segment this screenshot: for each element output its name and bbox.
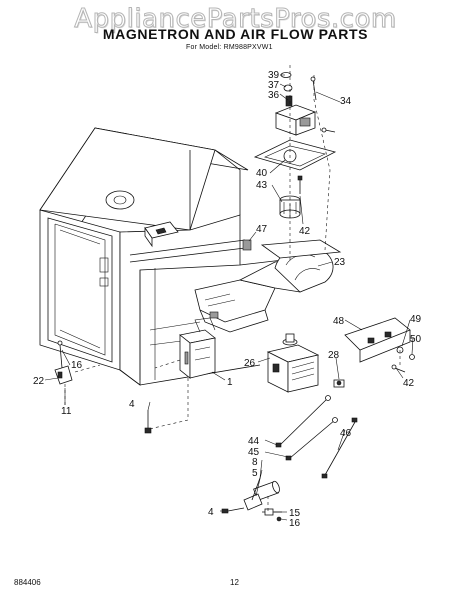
callout-16-bottom: 16 [289,518,301,529]
wire-harnesses [275,395,358,479]
callout-labels: 39 37 36 34 40 43 42 47 23 48 49 50 42 2… [33,70,422,529]
callout-4-bottom: 4 [208,507,214,518]
callout-1: 1 [227,377,233,388]
page-number: 12 [230,578,239,587]
callout-8: 8 [252,457,258,468]
air-duct-assembly [194,239,342,333]
callout-40: 40 [256,168,268,179]
callout-22: 22 [33,376,45,387]
callout-16-left: 16 [71,360,83,371]
callout-46: 46 [340,428,352,439]
thermal-protector [333,379,345,388]
microwave-cabinet [39,127,331,386]
callout-37: 37 [268,80,280,91]
screw-4 [144,410,152,434]
callout-15: 15 [289,508,301,519]
callout-45: 45 [248,447,260,458]
callout-23: 23 [334,257,346,268]
callout-43: 43 [256,180,268,191]
callout-36: 36 [268,90,280,101]
callout-26: 26 [244,358,256,369]
callout-39: 39 [268,70,280,81]
watermark: AppliancePartsPros.com [74,4,397,35]
page-title: MAGNETRON AND AIR FLOW PARTS [102,26,369,42]
callout-28: 28 [328,350,340,361]
callout-leaders [44,74,414,521]
magnetron [266,333,320,393]
mounting-bracket [344,317,415,373]
callout-11: 11 [61,406,72,417]
callout-5: 5 [252,468,258,479]
fan-motor-group [242,65,337,260]
callout-49: 49 [410,314,422,325]
callout-50: 50 [410,334,422,345]
callout-4-left: 4 [129,399,135,410]
callout-42-right: 42 [403,378,415,389]
model-subtitle: For Model: RM988PXVW1 [186,44,273,51]
door-switch-parts [54,340,101,405]
transformer [144,317,216,431]
callout-44: 44 [248,436,260,447]
callout-34: 34 [340,96,352,107]
callout-42-top: 42 [299,226,311,237]
capacitor-diode-group [221,477,282,522]
callout-48: 48 [333,316,345,327]
callout-47: 47 [256,224,268,235]
document-code: 884406 [14,578,41,587]
